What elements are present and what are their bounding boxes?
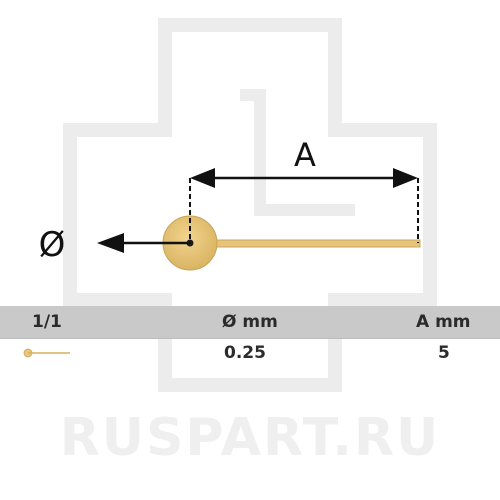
arrow-left-icon (97, 233, 188, 253)
watermark-text: RUSPART.RU (59, 408, 441, 468)
header-length-a: A mm (416, 312, 471, 332)
table-header: 1/1 Ø mm A mm (0, 306, 500, 338)
row-diameter-value: 0.25 (224, 343, 266, 363)
dimension-arrow-icon (189, 168, 419, 243)
header-ratio: 1/1 (32, 312, 62, 332)
header-diameter: Ø mm (222, 312, 278, 332)
table-row: 0.25 5 (0, 338, 500, 368)
pin-shaft (187, 239, 421, 248)
diameter-symbol: Ø (39, 225, 66, 265)
row-length-a-value: 5 (438, 343, 450, 363)
pin-thumbnail-icon (20, 338, 74, 368)
dimension-a-label: A (294, 136, 316, 174)
header-divider (0, 338, 500, 339)
